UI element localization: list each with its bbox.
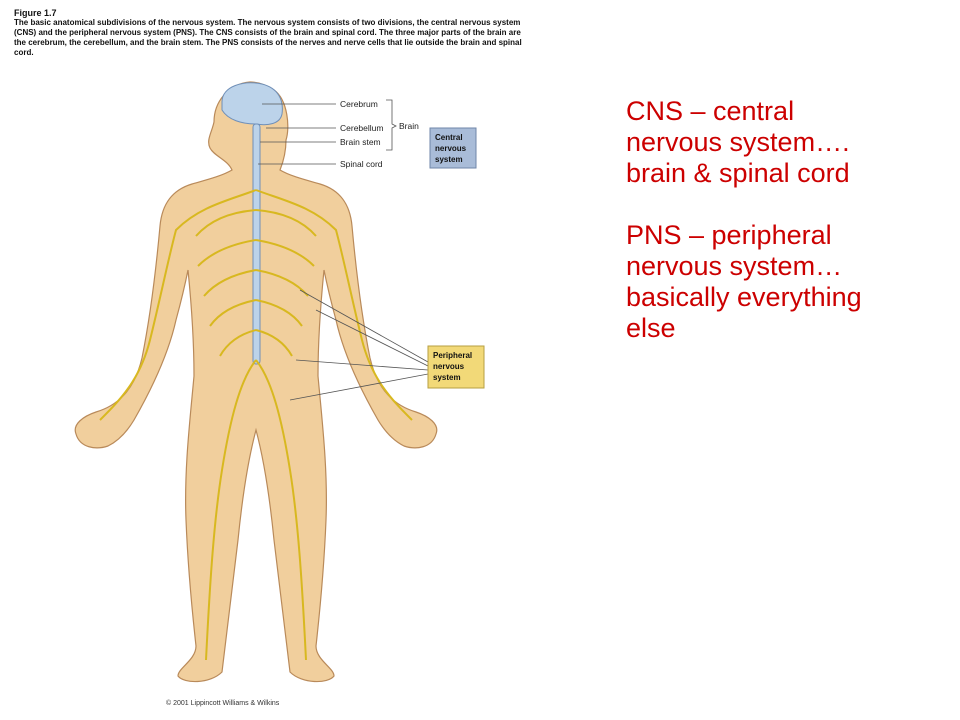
nerve-path: [219, 329, 257, 357]
nerve-path: [203, 269, 257, 297]
brain-bracket: [386, 99, 397, 151]
copyright-notice: © 2001 Lippincott Williams & Wilkins: [166, 700, 280, 707]
pns-leader-line: [295, 359, 429, 371]
cns-note: CNS – central nervous system…. brain & s…: [626, 96, 850, 188]
caption-text: The basic anatomical subdivisions of the…: [14, 18, 522, 57]
nerve-path: [255, 359, 307, 661]
figure-number: Figure 1.7: [14, 8, 57, 18]
figure-caption: Figure 1.7 The basic anatomical subdivis…: [14, 8, 534, 58]
peripheral-box-line-2: nervous: [433, 362, 465, 371]
central-nervous-system-box: Central nervous system: [429, 127, 477, 169]
nerve-path: [209, 299, 257, 327]
nerve-path: [255, 299, 303, 327]
label-cerebellum: Cerebellum: [340, 123, 383, 133]
brain-shape: [221, 82, 283, 126]
pns-leader-line: [299, 289, 429, 363]
label-brain: Brain: [399, 121, 419, 131]
central-box-line-2: nervous: [435, 144, 467, 153]
peripheral-box-line-1: Peripheral: [433, 351, 472, 360]
peripheral-nervous-system-box: Peripheral nervous system: [427, 345, 485, 389]
nerve-path: [195, 209, 257, 237]
pns-leader-line: [289, 373, 429, 401]
body-silhouette: [74, 81, 438, 683]
body-illustration: [74, 81, 438, 683]
nerve-path: [205, 359, 257, 661]
nerve-path: [197, 239, 257, 267]
nerve-path: [255, 239, 315, 267]
label-cerebrum: Cerebrum: [340, 99, 378, 109]
peripheral-box-background: [427, 345, 485, 389]
leader-lines: [258, 99, 429, 401]
peripheral-nerves: [99, 189, 413, 661]
central-box-line-1: Central: [435, 133, 463, 142]
spinal-cord-shape: [252, 123, 261, 365]
label-spinal-cord: Spinal cord: [340, 159, 383, 169]
nerve-path: [255, 209, 317, 237]
central-box-background: [429, 127, 477, 169]
label-brain-stem: Brain stem: [340, 137, 381, 147]
nerve-path: [99, 189, 257, 421]
nerve-path: [255, 329, 293, 357]
pns-leader-line: [315, 309, 429, 367]
nerve-path: [255, 189, 413, 421]
central-box-line-3: system: [435, 155, 463, 164]
peripheral-box-line-3: system: [433, 373, 461, 382]
slide-notes: CNS – central nervous system…. brain & s…: [626, 96, 946, 344]
pns-note: PNS – peripheral nervous system… basical…: [626, 220, 862, 343]
